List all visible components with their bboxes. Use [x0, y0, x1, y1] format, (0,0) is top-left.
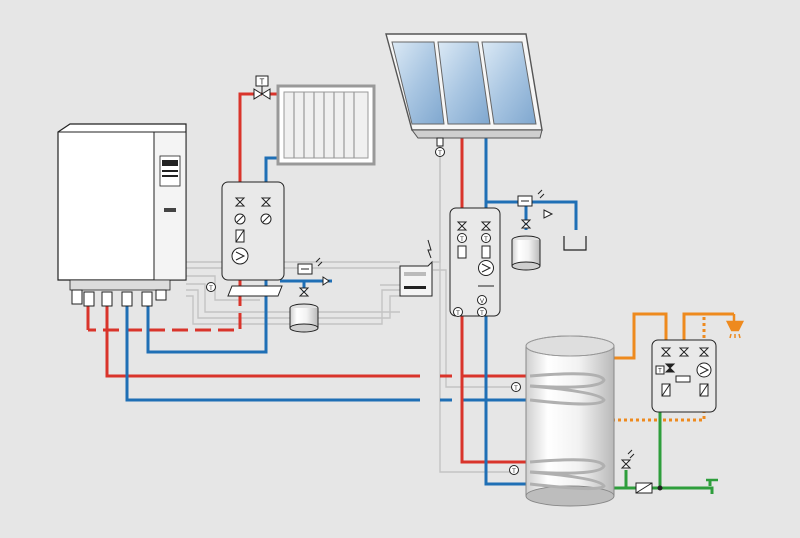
svg-text:T: T: [260, 78, 265, 87]
svg-text:T: T: [456, 311, 460, 317]
solar-expansion-vessel: [511, 189, 554, 271]
solar-pump-icon: [478, 260, 494, 276]
svg-text:T: T: [484, 237, 488, 243]
hydraulic-separator-icon: [227, 285, 283, 297]
circulation-module: T: [651, 339, 717, 413]
svg-text:T: T: [658, 369, 662, 375]
svg-text:T: T: [512, 469, 516, 475]
svg-text:T: T: [438, 151, 442, 157]
svg-text:V: V: [480, 299, 484, 305]
drain-funnel-icon: [563, 236, 587, 251]
heating-expansion-vessel: [289, 257, 330, 333]
shower-head-icon: [725, 314, 745, 339]
temperature-sensor-icon: T: [206, 282, 216, 292]
heating-pump-icon: [231, 247, 249, 265]
boiler: [57, 123, 187, 307]
radiator: T: [253, 75, 376, 166]
water-tap-icon: [700, 478, 718, 494]
thermostatic-valve-icon: T: [253, 75, 271, 100]
cold-water-inlet-fittings: [620, 449, 663, 494]
solar-collector: T: [385, 33, 543, 157]
svg-text:T: T: [209, 286, 213, 292]
upper-heating-coil: [529, 372, 606, 406]
collector-temperature-sensor-icon: T: [435, 137, 445, 157]
solar-controller: [399, 239, 433, 297]
svg-text:T: T: [480, 311, 484, 317]
solar-station: T T V T T: [449, 207, 501, 317]
svg-text:T: T: [460, 237, 464, 243]
hot-water-storage-tank: T T: [509, 335, 615, 507]
svg-text:T: T: [514, 386, 518, 392]
lower-heating-coil: [529, 458, 606, 491]
tank-coil-pipes: [105, 306, 530, 402]
flow-meter-icon: V: [477, 295, 487, 305]
heating-circuit-module: T: [206, 181, 285, 297]
tank-temperature-sensor-icon: T T: [509, 382, 521, 475]
boiler-connection-valves: [71, 289, 167, 307]
